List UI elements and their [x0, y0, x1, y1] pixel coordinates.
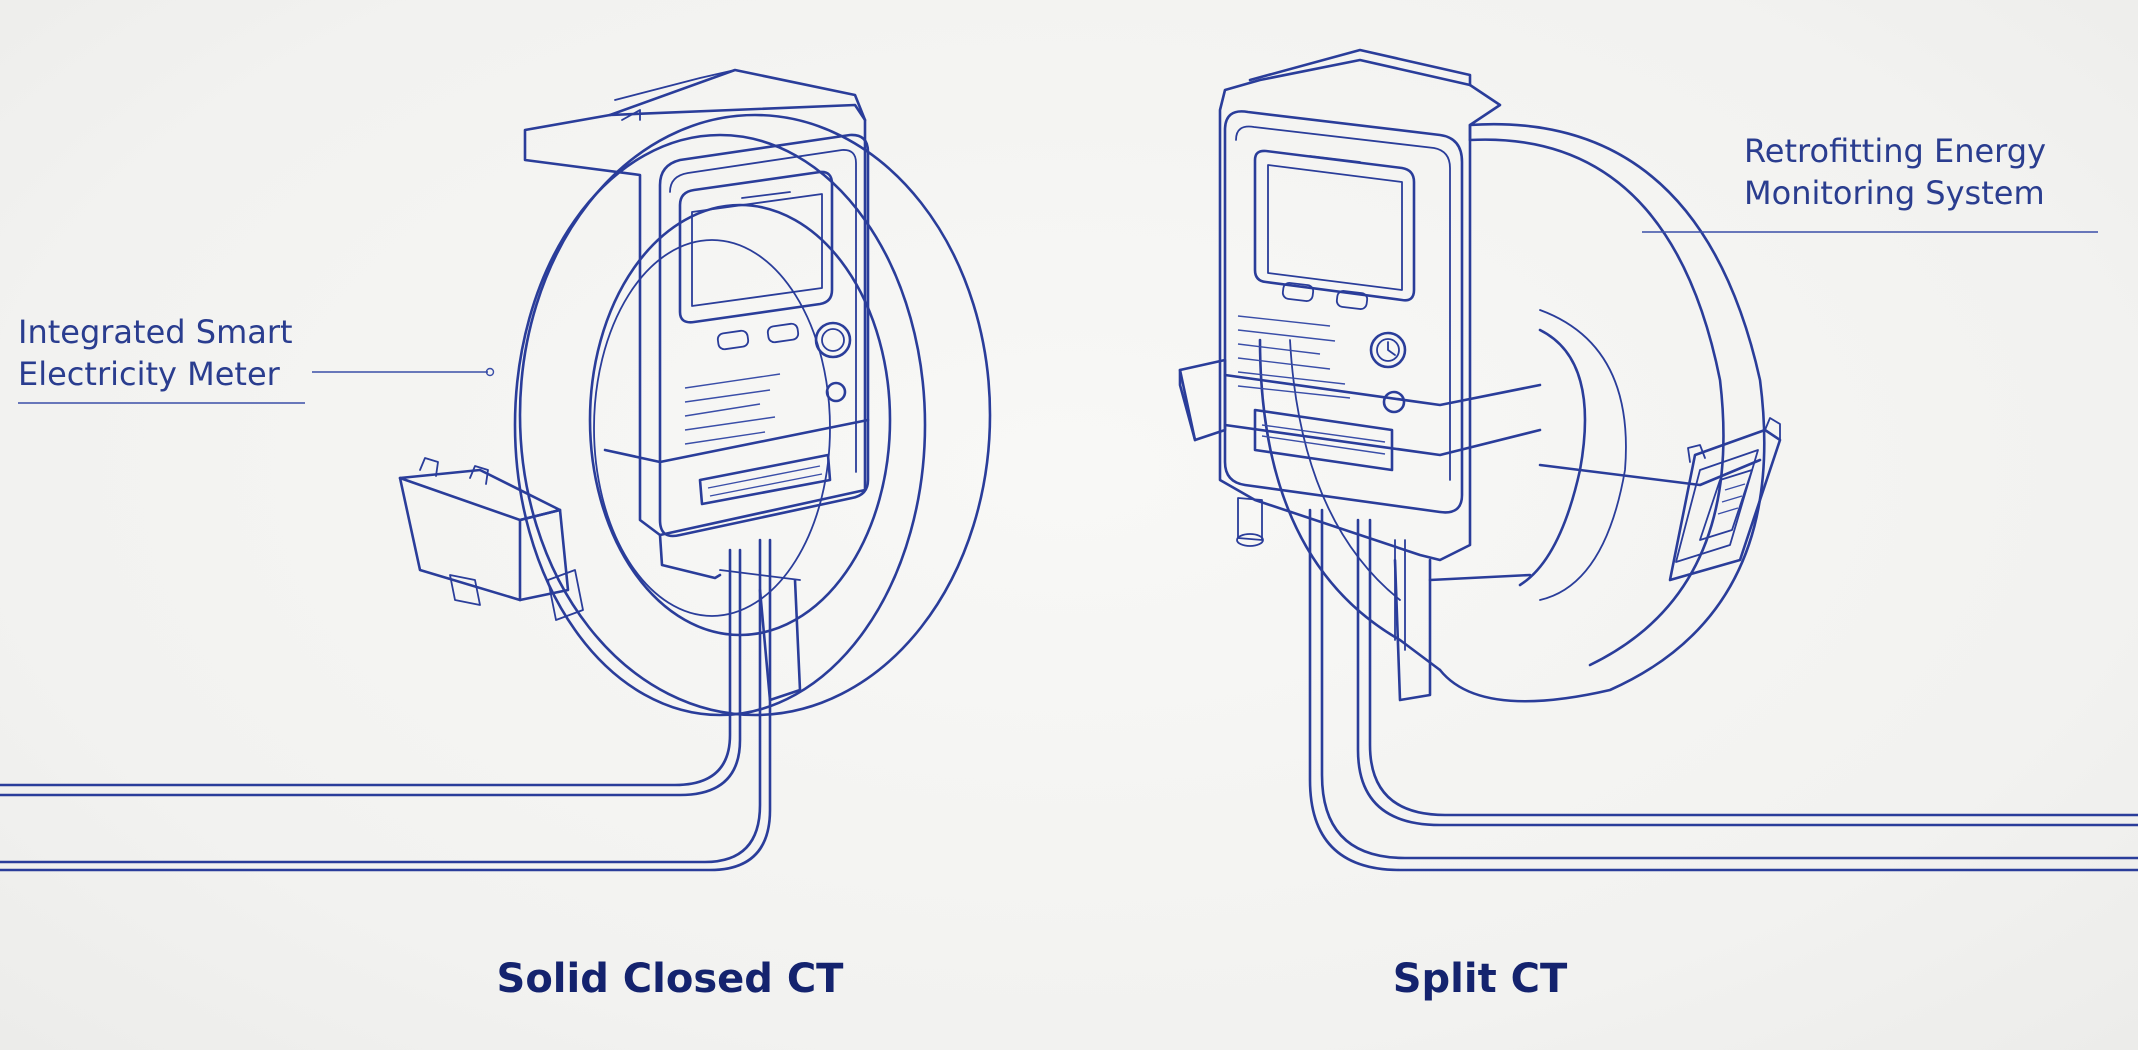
label-right-line2: Monitoring System: [1744, 174, 2045, 212]
split-ct-drawing: [1178, 48, 2138, 872]
solid-ct-side-clip: [398, 457, 584, 621]
solid-ct-meter: [523, 68, 870, 702]
split-ct-cables: [1308, 508, 2138, 872]
caption-solid-closed-ct: Solid Closed CT: [496, 956, 844, 1002]
label-retrofitting-system: Retrofitting Energy Monitoring System: [1744, 130, 2046, 214]
split-ct-meter: [1178, 48, 1542, 702]
split-ct-side-clip: [1668, 417, 1782, 582]
label-integrated-smart-meter: Integrated Smart Electricity Meter: [18, 311, 293, 395]
left-label-leader: [18, 367, 495, 404]
label-right-line1: Retrofitting Energy: [1744, 132, 2046, 170]
split-ct-ring: [1258, 122, 1766, 703]
caption-split-ct: Split CT: [1392, 956, 1568, 1002]
solid-ct-cables: [0, 538, 772, 872]
solid-ct-ring: [513, 113, 992, 717]
label-left-line2: Electricity Meter: [18, 355, 280, 393]
solid-closed-ct-drawing: [0, 68, 992, 872]
label-left-line1: Integrated Smart: [18, 313, 293, 351]
